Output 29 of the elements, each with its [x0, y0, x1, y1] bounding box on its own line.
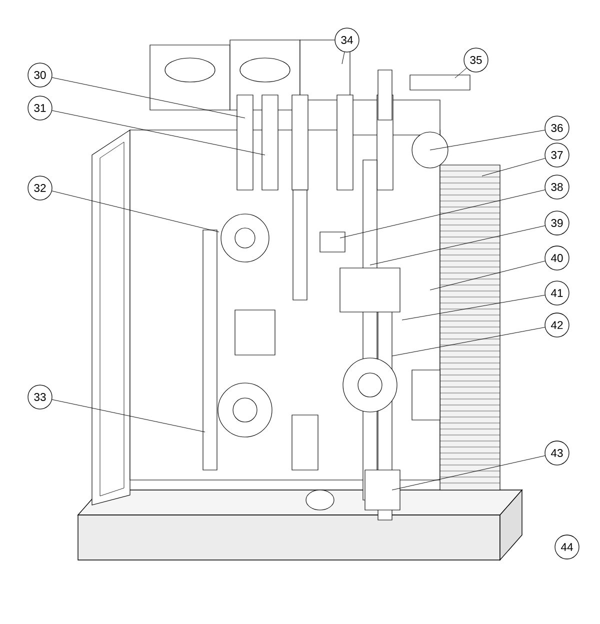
callout-number: 38 [544, 174, 570, 200]
leader-line [52, 77, 246, 118]
callout-number: 44 [554, 534, 580, 560]
callout-number: 32 [28, 176, 52, 200]
leader-line [52, 110, 266, 156]
callout-number: 35 [464, 48, 488, 72]
callout-number: 39 [544, 210, 570, 236]
callout-number: 33 [28, 384, 52, 410]
leader-line [430, 260, 546, 290]
callout-number: 41 [544, 280, 570, 306]
callout-number: 43 [544, 440, 570, 466]
callout-number: 37 [544, 142, 570, 168]
leader-line [52, 190, 220, 232]
leader-line [370, 225, 546, 266]
leader-line [454, 68, 467, 78]
leader-line [340, 190, 546, 238]
callout-number: 42 [544, 312, 570, 338]
leader-line [402, 294, 546, 320]
callout-number: 40 [544, 246, 570, 270]
callout-number: 36 [544, 116, 570, 140]
leader-line [430, 130, 546, 150]
leader-line [392, 327, 546, 356]
leader-line [482, 158, 546, 176]
leader-line [392, 455, 546, 490]
callout-number: 31 [28, 96, 52, 120]
leader-line [52, 399, 206, 432]
callout-number: 34 [334, 28, 360, 52]
callout-number: 30 [28, 62, 52, 88]
leader-line [342, 52, 345, 64]
